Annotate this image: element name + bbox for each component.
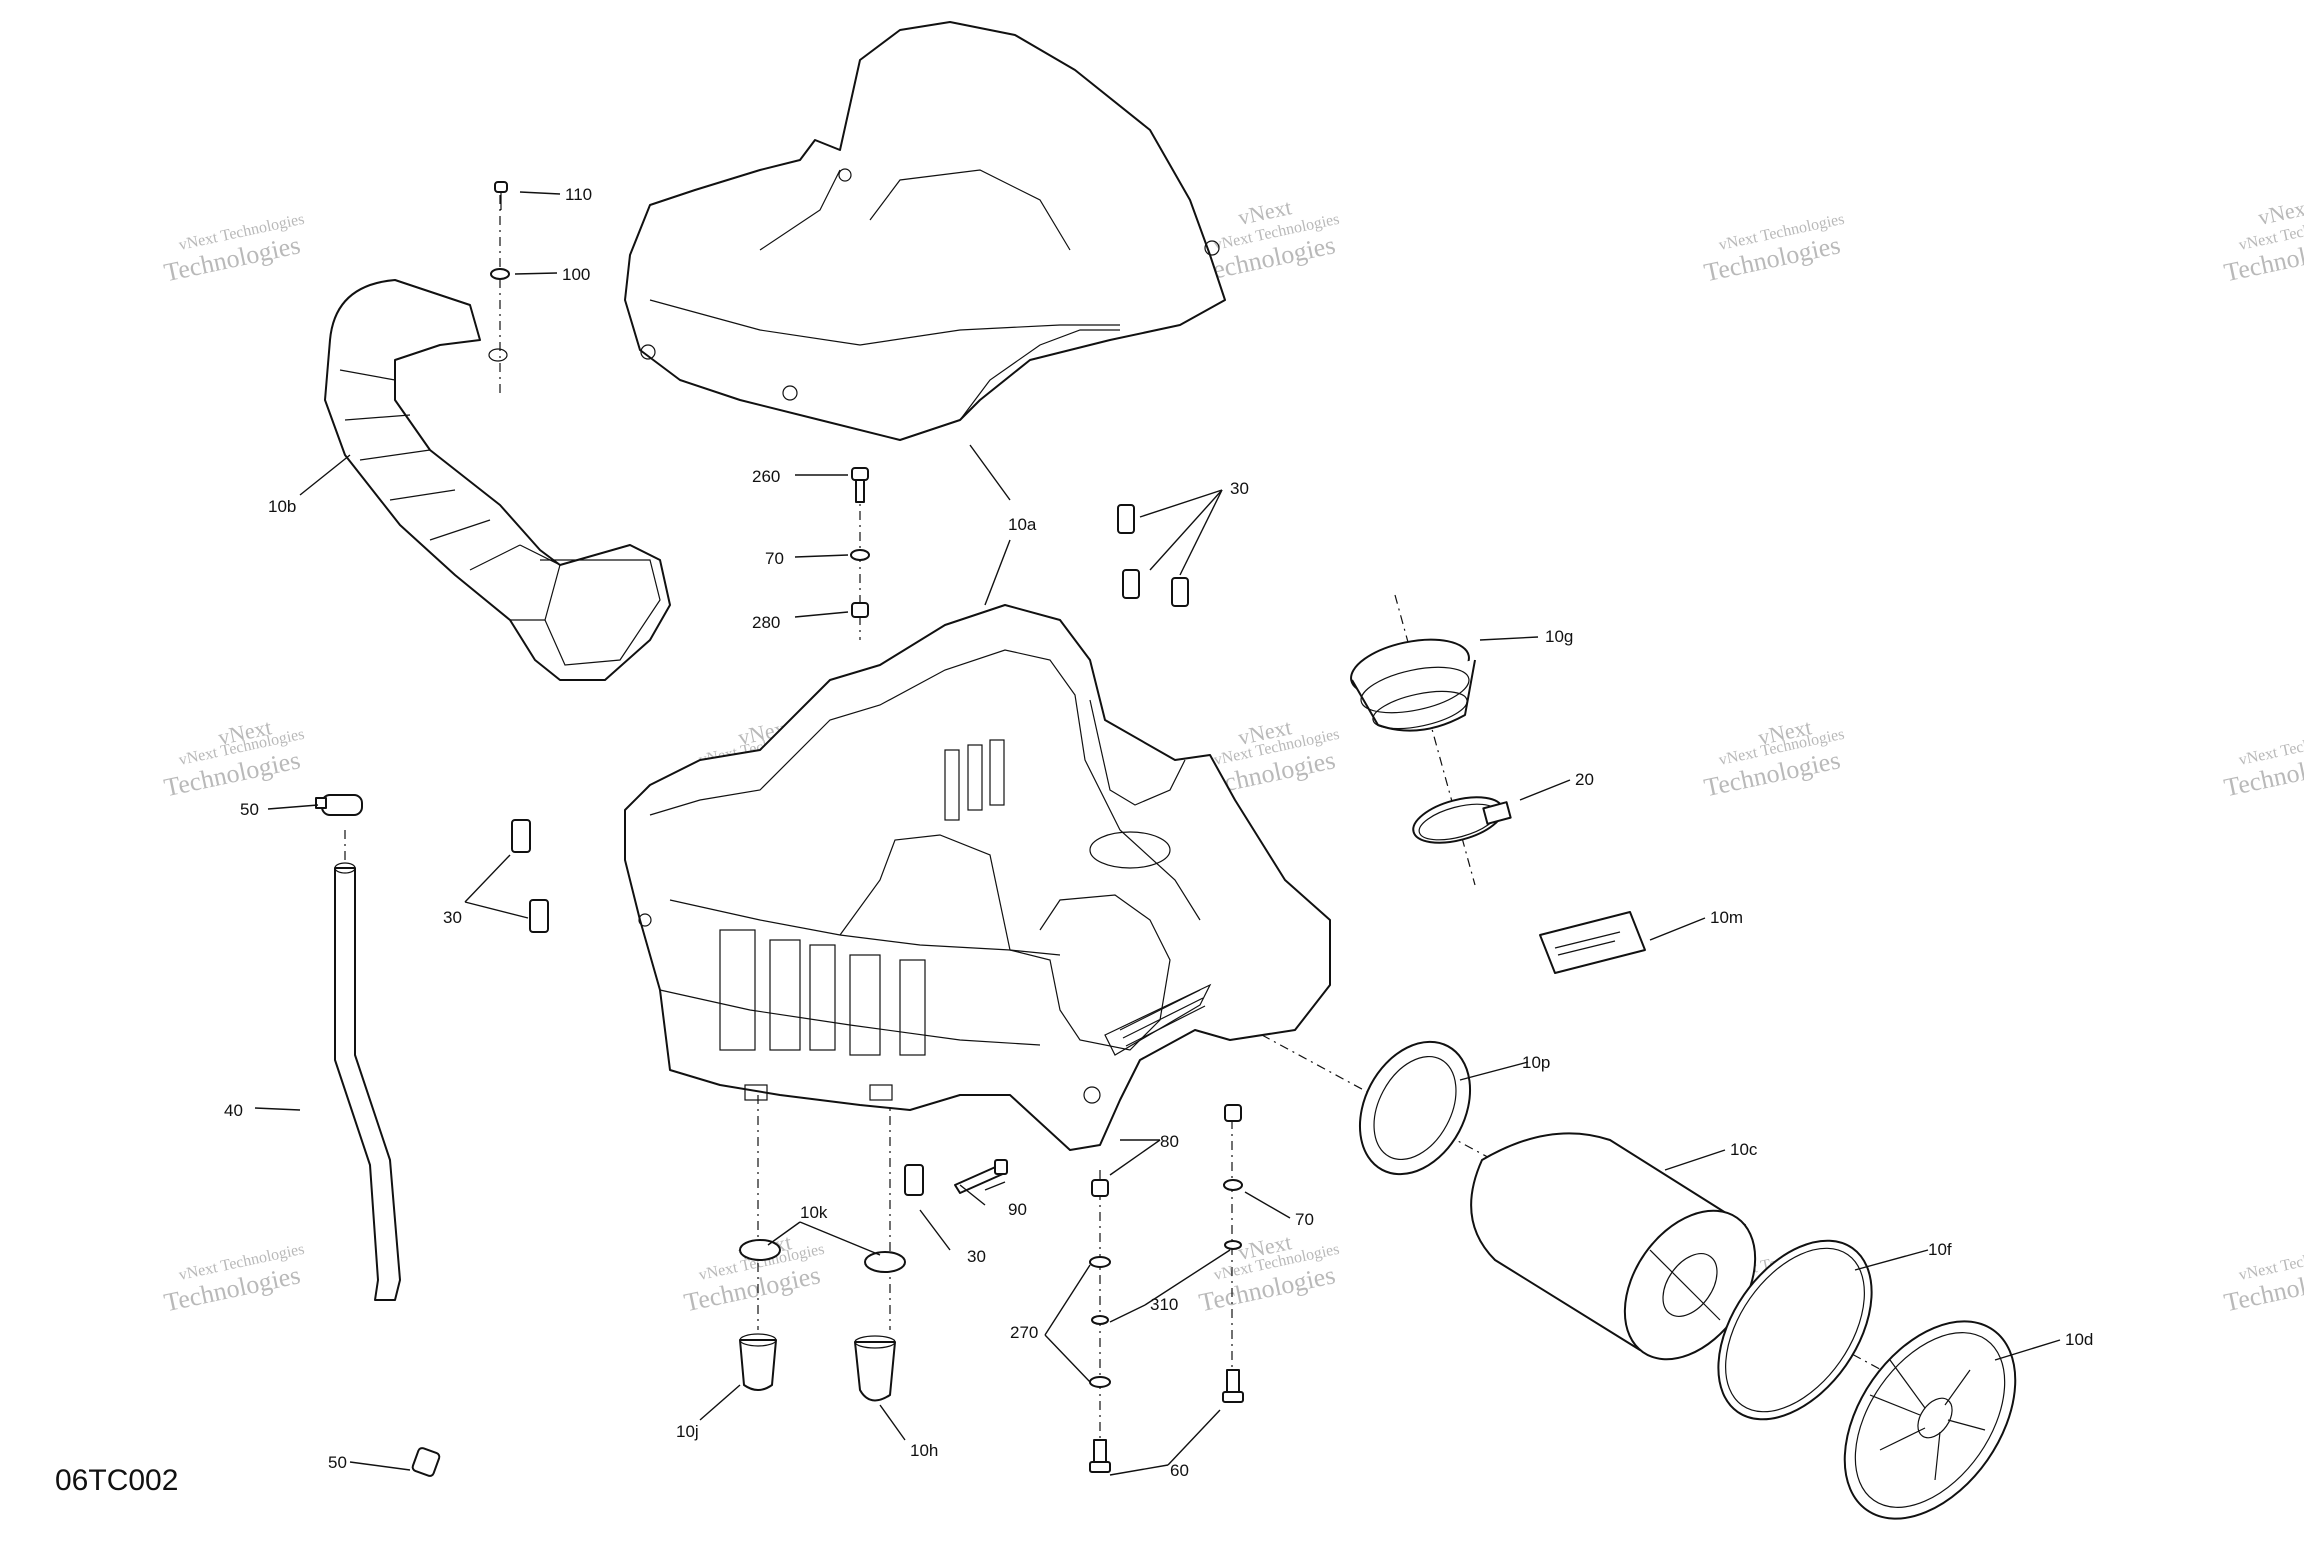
callout-270: 270 bbox=[1010, 1323, 1038, 1342]
part-10g-boot bbox=[1350, 638, 1476, 732]
watermark: vNext Technologies Technologies bbox=[1701, 211, 1845, 288]
callout-10p: 10p bbox=[1522, 1053, 1550, 1072]
callout-70: 70 bbox=[765, 549, 784, 568]
leader-lines bbox=[254, 191, 2061, 1476]
callout-90: 90 bbox=[1008, 1200, 1027, 1219]
callout-10h: 10h bbox=[910, 1441, 938, 1460]
callout-10j: 10j bbox=[676, 1422, 699, 1441]
callout-10a: 10a bbox=[1008, 515, 1037, 534]
part-10f-seal bbox=[1717, 1239, 1873, 1421]
callout-50: 50 bbox=[240, 800, 259, 819]
callout-10k: 10k bbox=[800, 1203, 828, 1222]
part-10m-label bbox=[1539, 911, 1646, 974]
callout-280: 280 bbox=[752, 613, 780, 632]
part-20-clamp bbox=[1412, 796, 1512, 844]
watermark: vNext Technologies Technologies bbox=[2221, 1241, 2304, 1318]
callout-40: 40 bbox=[224, 1101, 243, 1120]
diagram-code: 06TC002 bbox=[55, 1464, 178, 1497]
part-10c-filter bbox=[1470, 1132, 1757, 1361]
watermark: vNext Technologies Technologies bbox=[161, 1241, 305, 1318]
callout-10m: 10m bbox=[1710, 908, 1743, 927]
part-airbox-base bbox=[624, 604, 1331, 1151]
callout-80: 80 bbox=[1160, 1132, 1179, 1151]
callout-50: 50 bbox=[328, 1453, 347, 1472]
part-10d-cap bbox=[1843, 1320, 2017, 1520]
callout-70: 70 bbox=[1295, 1210, 1314, 1229]
part-10p-gasket bbox=[1358, 1040, 1472, 1176]
watermark: vNext Technologies Technologies bbox=[2221, 726, 2304, 803]
part-50-clamp-top bbox=[315, 794, 363, 816]
callout-10b: 10b bbox=[268, 497, 296, 516]
callout-20: 20 bbox=[1575, 770, 1594, 789]
callout-30: 30 bbox=[1230, 479, 1249, 498]
callout-100: 100 bbox=[562, 265, 590, 284]
callout-10f: 10f bbox=[1928, 1240, 1952, 1259]
callout-10c: 10c bbox=[1730, 1140, 1758, 1159]
watermark: vNext Technologies Technologies bbox=[161, 211, 305, 288]
callout-310: 310 bbox=[1150, 1295, 1178, 1314]
callout-30: 30 bbox=[443, 908, 462, 927]
part-30-clip-nuts bbox=[511, 504, 1189, 1196]
callout-110: 110 bbox=[565, 185, 592, 204]
fasteners bbox=[490, 181, 1244, 1473]
callout-60: 60 bbox=[1170, 1461, 1189, 1480]
callout-10d: 10d bbox=[2065, 1330, 2093, 1349]
part-10b-intake-duct bbox=[324, 279, 671, 681]
callout-labels: 110 100 10b 260 70 280 10a 30 10g 20 10m… bbox=[224, 185, 2093, 1480]
part-10k-spring-clips bbox=[739, 1239, 906, 1273]
watermark-group: vNext Technologies Technologies vNext Te… bbox=[161, 194, 2304, 1318]
part-40-hose bbox=[334, 862, 401, 1301]
part-50-clamp-bottom bbox=[411, 1447, 441, 1477]
callout-30: 30 bbox=[967, 1247, 986, 1266]
callout-260: 260 bbox=[752, 467, 780, 486]
callout-10g: 10g bbox=[1545, 627, 1573, 646]
part-10a-airbox-cover bbox=[624, 21, 1226, 441]
part-10h-cap bbox=[854, 1335, 896, 1402]
part-10j-cap bbox=[739, 1333, 777, 1391]
